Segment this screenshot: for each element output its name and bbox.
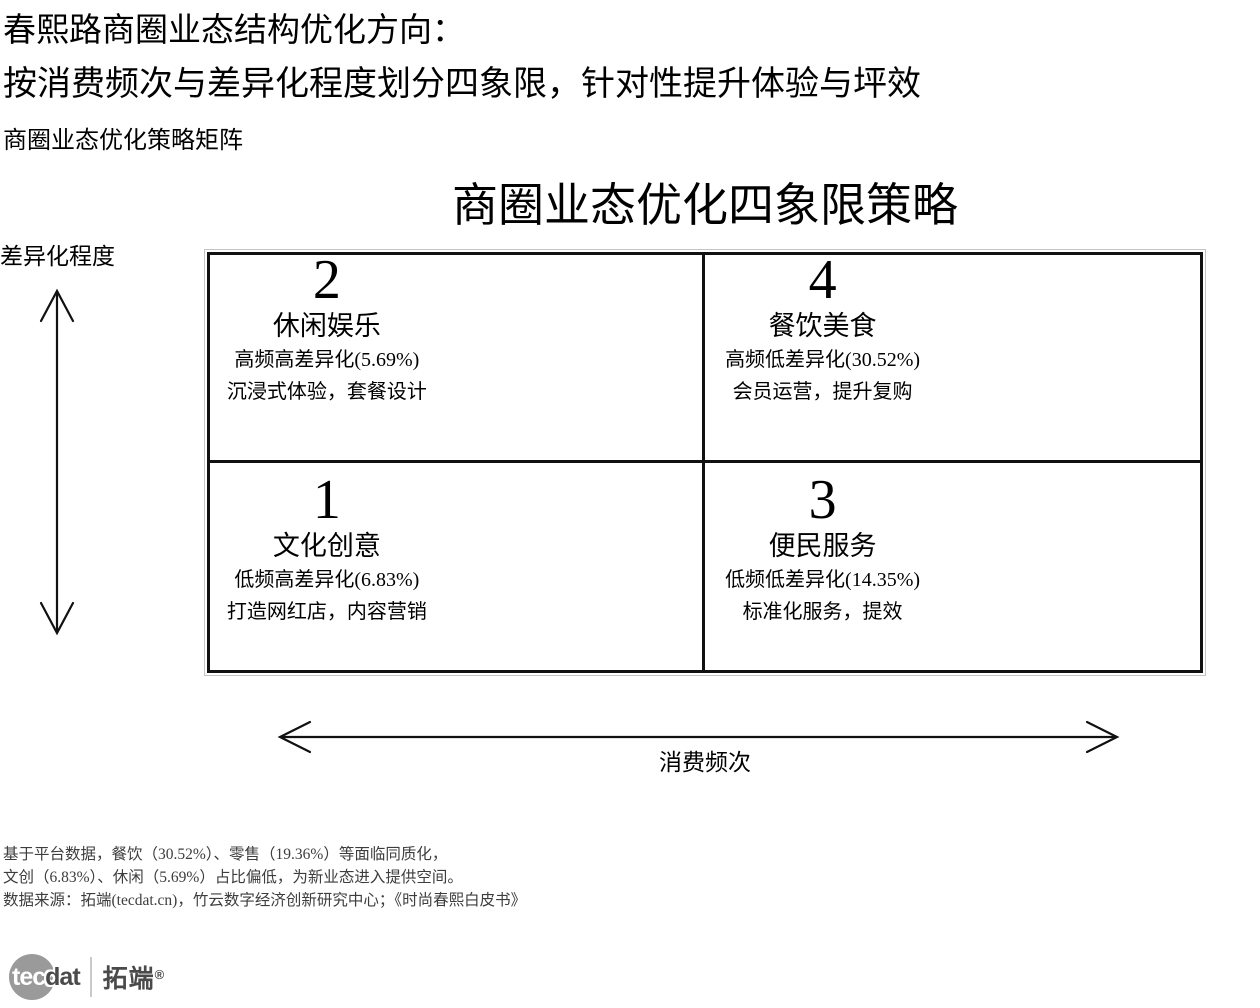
footnote-line-1: 基于平台数据，餐饮（30.52%）、零售（19.36%）等面临同质化， xyxy=(3,846,448,863)
quadrant-content: 2 休闲娱乐 高频高差异化(5.69%) 沉浸式体验，套餐设计 xyxy=(210,249,444,406)
quadrant-detail: 低频高差异化(6.83%) xyxy=(234,568,420,591)
quadrant-name: 休闲娱乐 xyxy=(272,311,381,341)
footnote-line-2: 文创（6.83%）、休闲（5.69%）占比偏低，为新业态进入提供空间。 xyxy=(3,869,463,886)
logo-divider xyxy=(89,957,92,997)
headline-line-1: 春熙路商圈业态结构优化方向： xyxy=(3,13,465,49)
matrix-frame: 2 休闲娱乐 高频高差异化(5.69%) 沉浸式体验，套餐设计 4 餐饮美食 高… xyxy=(204,249,1206,676)
subtitle: 商圈业态优化策略矩阵 xyxy=(3,128,243,154)
quadrant-detail: 高频低差异化(30.52%) xyxy=(725,349,921,371)
quadrant-number: 2 xyxy=(312,249,341,311)
chart-title: 商圈业态优化四象限策略 xyxy=(452,180,958,231)
tecdat-logo: tec dat 拓端® xyxy=(9,951,165,1003)
footnote-line-3: 数据来源：拓端(tecdat.cn)，竹云数字经济创新研究中心；《时尚春熙白皮书… xyxy=(3,892,527,909)
quadrant-detail: 低频低差异化(14.35%) xyxy=(725,568,921,591)
quadrant-strategy: 会员运营，提升复购 xyxy=(732,381,913,403)
quadrant-detail: 高频高差异化(5.69%) xyxy=(234,349,420,371)
registered-trademark-icon: ® xyxy=(154,967,166,982)
vertical-double-arrow-icon xyxy=(39,288,75,636)
quadrant-culture: 1 文化创意 低频高差异化(6.83%) 打造网红店，内容营销 xyxy=(210,462,705,670)
horizontal-double-arrow-icon xyxy=(277,720,1120,754)
quadrant-leisure: 2 休闲娱乐 高频高差异化(5.69%) 沉浸式体验，套餐设计 xyxy=(210,249,705,463)
quadrant-number: 3 xyxy=(808,468,837,531)
quadrant-name: 便民服务 xyxy=(768,530,877,561)
y-axis-label: 差异化程度 xyxy=(0,244,115,269)
quadrant-name: 文化创意 xyxy=(272,530,381,561)
quadrant-number: 1 xyxy=(312,468,341,531)
quadrant-strategy: 标准化服务，提效 xyxy=(742,600,903,623)
logo-text-tec: tec xyxy=(12,962,46,991)
quadrant-content: 1 文化创意 低频高差异化(6.83%) 打造网红店，内容营销 xyxy=(210,468,444,626)
logo-circle-icon xyxy=(9,954,55,1000)
quadrant-content: 4 餐饮美食 高频低差异化(30.52%) 会员运营，提升复购 xyxy=(705,249,940,406)
quadrant-convenience: 3 便民服务 低频低差异化(14.35%) 标准化服务，提效 xyxy=(705,462,1200,670)
logo-text-dat: dat xyxy=(45,962,80,991)
quadrant-strategy: 打造网红店，内容营销 xyxy=(226,600,427,623)
footnote: 基于平台数据，餐饮（30.52%）、零售（19.36%）等面临同质化， 文创（6… xyxy=(3,843,526,912)
quadrant-strategy: 沉浸式体验，套餐设计 xyxy=(226,381,427,403)
quadrant-dining: 4 餐饮美食 高频低差异化(30.52%) 会员运营，提升复购 xyxy=(705,249,1200,463)
quadrant-number: 4 xyxy=(808,249,837,311)
headline-line-2: 按消费频次与差异化程度划分四象限，针对性提升体验与坪效 xyxy=(3,66,921,103)
quadrant-content: 3 便民服务 低频低差异化(14.35%) 标准化服务，提效 xyxy=(705,468,940,626)
logo-text-cn: 拓端® xyxy=(102,965,166,993)
quadrant-name: 餐饮美食 xyxy=(768,311,877,341)
x-axis-label: 消费频次 xyxy=(659,750,751,775)
quadrant-matrix: 2 休闲娱乐 高频高差异化(5.69%) 沉浸式体验，套餐设计 4 餐饮美食 高… xyxy=(207,252,1203,673)
